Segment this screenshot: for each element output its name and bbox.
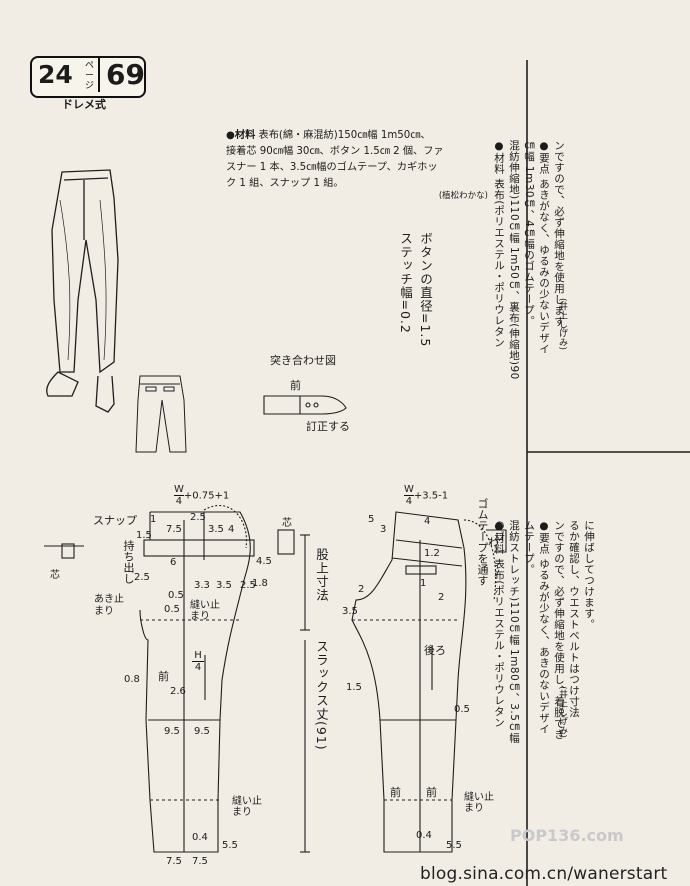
center-dimension [277,529,310,853]
back-dim-35: 3.5 [342,606,358,617]
back-dim-2: 2 [438,592,445,603]
front-dim-26: 2.6 [170,686,186,697]
front-label: 前 [158,670,169,683]
extension-label: 持ち出し [122,540,135,584]
back-stop-label: 縫い止まり [464,792,494,814]
right-bottom-col-7: に伸ばしてつけます。 [583,520,595,630]
joint-diagram [263,395,347,415]
right-bottom-credit: (井上しげみ) [557,686,567,739]
front-dim-4: 4 [228,524,235,535]
right-top-col-4: ●要点 あきがなく、ゆるみの少ないデザイ [538,140,550,355]
joint-front-label: 前 [290,379,301,392]
button-diameter-note: ボタンの直径=1.5 [418,232,433,348]
front-dim-35b: 3.5 [216,580,232,591]
front-dim-55: 5.5 [222,840,238,851]
front-dim-25b: 2.5 [240,580,256,591]
front-dim-25c: 2.5 [134,572,150,583]
right-bottom-col-1: ●材料 表布(ポリエステル・ポリウレタン [493,520,505,728]
materials-line-2: 接着芯 90㎝幅 30㎝、ボタン 1.5㎝ 2 個、ファ [226,146,444,157]
back-dim-05: 0.5 [454,704,470,715]
right-top-col-5: ンですので、必ず伸縮地を使用します。 [553,140,565,338]
fold-label: わ [488,536,499,549]
stitch-width-note: ステッチ幅=0.2 [398,232,413,334]
front-dim-6: 6 [170,557,177,568]
materials-block: ●材料 表布(綿・麻混紡)150㎝幅 1m50㎝、 接着芯 90㎝幅 30㎝、ボ… [226,128,488,204]
back-dim-4: 4 [424,516,431,527]
front-dim-75a: 7.5 [166,524,182,535]
back-front-label-2: 前 [426,786,437,799]
pop136-watermark: POP136.com [510,826,624,845]
back-dim-1: 1 [420,578,427,589]
opening-end-label: あき止まり [94,594,124,617]
front-dim-33: 3.3 [194,580,210,591]
front-stop-label: 縫い止まり [190,600,220,622]
right-top-col-1: ●材料 表布(ポリエステル・ポリウレタン [493,140,505,348]
materials-label: ●材料 [226,130,256,141]
right-top-col-2: 混紡伸縮地)110㎝幅 1m50㎝、裏布(伸縮地)90 [508,140,520,380]
front-dim-45: 4.5 [256,556,272,567]
front-dim-08: 0.8 [124,674,140,685]
front-dim-04: 0.4 [192,832,208,843]
front-dim-75b: 7.5 [192,856,208,867]
page-number-right: 69 [98,58,145,92]
right-bottom-col-4: ●要点 ゆるみが少なく、あきのないデザイ [538,520,550,735]
back-label: 後ろ [424,644,446,657]
back-dim-3: 3 [380,524,387,535]
back-dim-2b: 2 [358,584,365,595]
page-kana: ページ [85,61,95,91]
back-dim-55: 5.5 [446,840,462,851]
materials-line-4: ク 1 組、スナップ 1 組。 [226,178,344,189]
page-badge: 24 ページ 69 [30,56,146,98]
dreme-label: ドレメ式 [62,98,106,111]
back-dim-04: 0.4 [416,830,432,841]
interfacing-label: 芯 [282,518,292,529]
blog-url-watermark: blog.sina.com.cn/wanerstart [420,864,668,884]
slacks-length-label: スラックス丈(91) [314,640,329,751]
front-dim-15: 1.5 [136,530,152,541]
right-bottom-col-6: るか確認し、ウエストベルトはつけ寸法 [568,520,580,718]
front-dim-05b: 0.5 [164,604,180,615]
joint-correct-label: 訂正する [306,420,350,433]
front-dim-75c: 7.5 [166,856,182,867]
joint-title: 突き合わせ図 [270,354,336,367]
back-front-label-1: 前 [390,786,401,799]
crotch-depth-label: 股上寸法 [314,548,329,602]
back-dim-15: 1.5 [346,682,362,693]
page-number-left: 24 [38,60,73,89]
right-bottom-col-2: 混紡ストレッチ)110㎝幅 1m80㎝、3.5㎝幅のゴ [493,520,520,744]
front-dim-25a: 2.5 [190,512,206,523]
front-dim-05a: 0.5 [168,590,184,601]
front-pattern [44,504,255,853]
front-hip-formula: H 4 [192,650,204,673]
materials-line-1: 表布(綿・麻混紡)150㎝幅 1m50㎝、 [258,130,431,141]
front-dim-1: 1 [150,514,157,525]
interfacing-label-small: 芯 [50,570,60,581]
front-dim-95b: 9.5 [194,726,210,737]
elastic-label: ゴムテープを通す [476,498,489,586]
back-dim-5: 5 [368,514,375,525]
front-hem-stop-label: 縫い止まり [232,796,262,818]
materials-line-3: スナー 1 本、3.5㎝幅のゴムテープ、カギホッ [226,162,438,173]
right-top-col-3: ㎝幅 1m30㎝、4㎝幅のゴムテープ。 [523,140,535,327]
snap-label: スナップ [93,514,137,527]
trousers-illustration [46,169,119,413]
back-view-illustration [135,375,187,453]
front-dim-35a: 3.5 [208,524,224,535]
back-pattern [351,511,507,853]
back-dim-12: 1.2 [424,548,440,559]
right-bottom-col-3: ムテープ。 [523,520,535,575]
materials-credit: (植松わかな) [438,191,488,201]
front-dim-95a: 9.5 [164,726,180,737]
right-top-credit: (井上しげみ) [557,298,567,351]
front-dim-18: 1.8 [252,578,268,589]
right-bottom-col-5: ンですので、必ず伸縮地を使用し、着脱でき [553,520,565,740]
